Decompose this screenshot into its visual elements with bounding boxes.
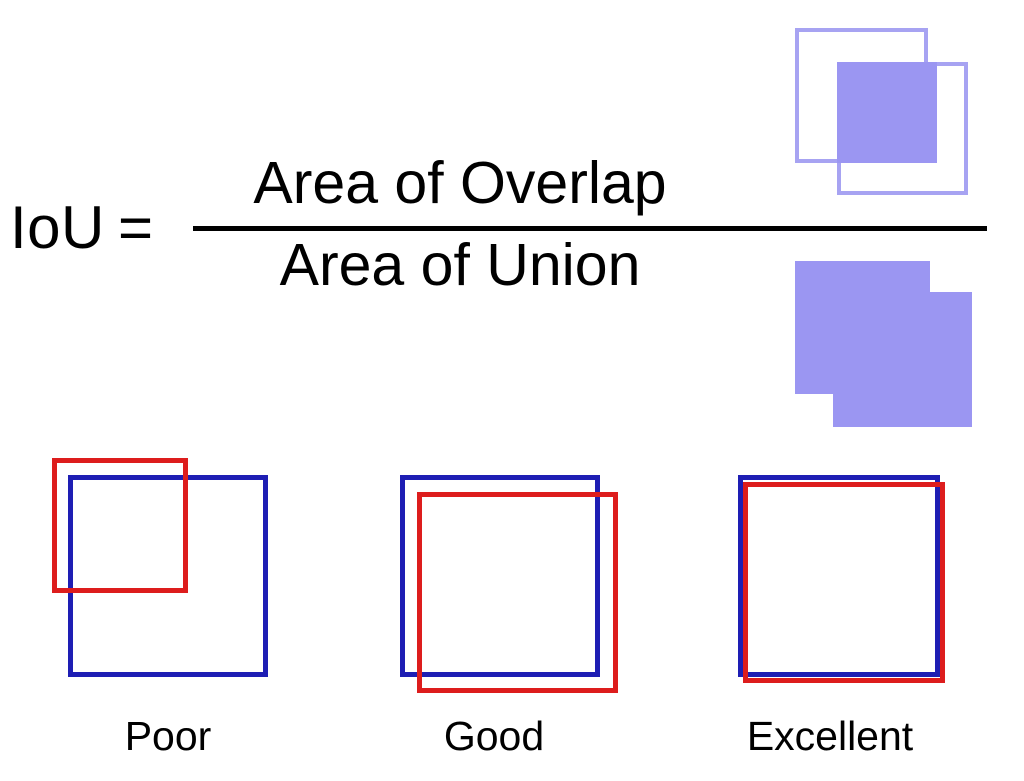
ground-truth-box-blue — [68, 475, 268, 677]
example-label: Excellent — [746, 713, 914, 759]
ground-truth-box-blue — [738, 475, 940, 677]
predicted-box-red — [52, 458, 188, 593]
overlap-intersection-fill — [837, 62, 937, 163]
formula-numerator: Area of Overlap — [253, 150, 667, 216]
predicted-box-red — [417, 492, 618, 693]
ground-truth-box-blue — [400, 475, 600, 677]
example-label: Poor — [124, 713, 212, 759]
formula-denominator: Area of Union — [279, 232, 641, 298]
equals-sign: = — [118, 194, 154, 261]
example-label: Good — [443, 713, 545, 759]
fraction-bar — [193, 226, 987, 231]
formula-lhs: IoU — [10, 194, 105, 261]
predicted-box-red — [743, 482, 945, 683]
union-box-b-fill — [833, 292, 972, 427]
